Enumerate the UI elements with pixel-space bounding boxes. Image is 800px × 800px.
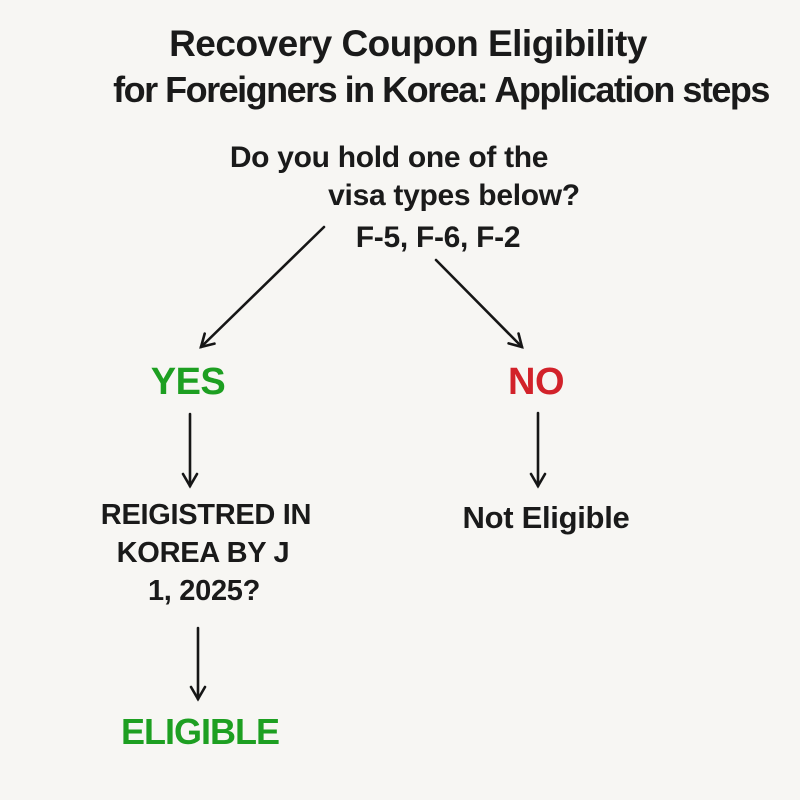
condition-line-2: KOREA BY J: [116, 537, 290, 569]
eligible-label: ELIGIBLE: [120, 711, 280, 752]
condition-line-1: REIGISTRED IN: [100, 499, 312, 531]
question-visa-types: F-5, F-6, F-2: [355, 221, 521, 254]
arrow-question-to-no: [434, 258, 524, 349]
question-line-1: Do you hold one of the: [229, 141, 549, 174]
arrow-question-to-yes: [199, 225, 326, 349]
page-title-line-1: Recovery Coupon Eligibility: [169, 23, 647, 64]
condition-line-3: 1, 2025?: [147, 575, 261, 607]
not-eligible-label: Not Eligible: [462, 500, 630, 535]
page-title-line-2: for Foreigners in Korea: Application ste…: [113, 69, 770, 110]
no-label: NO: [508, 361, 565, 403]
question-line-2: visa types below?: [328, 179, 580, 212]
yes-label: YES: [150, 361, 226, 403]
